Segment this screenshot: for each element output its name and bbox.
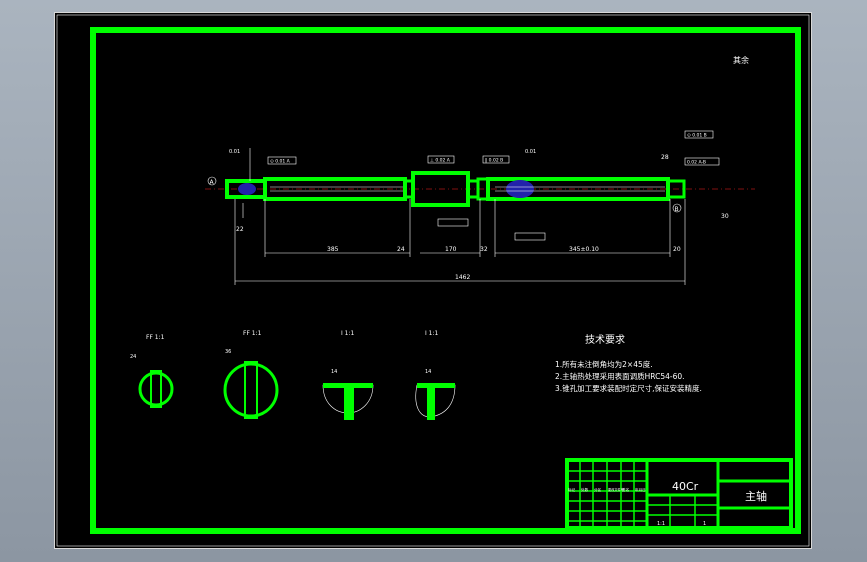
tech-note-1: 1.所有未注倒角均为2×45度. bbox=[555, 359, 653, 369]
tb-h-1: 标记 bbox=[568, 487, 576, 492]
section-circle-2 bbox=[223, 362, 279, 418]
tb-h-3: 分区 bbox=[594, 487, 602, 492]
section-views: FF 1:1 24 FF 1:1 36 I 1:1 14 I 1:1 14 bbox=[130, 330, 456, 420]
roughness-corner-mark: 其余 bbox=[733, 55, 749, 65]
dim-seg-b: 170 bbox=[445, 246, 457, 253]
section-label-4: I 1:1 bbox=[425, 330, 439, 337]
title-block: 标记 处数 分区 更改文件号 签名 年月日 40Cr 主轴 1:1 1 bbox=[565, 458, 793, 530]
tb-part-name: 主轴 bbox=[745, 489, 767, 503]
dim-seg-c: 345±0.10 bbox=[569, 246, 599, 253]
tech-note-3: 3.锥孔加工要求装配时定尺寸,保证安装精度. bbox=[555, 383, 702, 393]
tol-left: 0.01 bbox=[229, 149, 240, 155]
technical-requirements: 技术要求 1.所有未注倒角均为2×45度. 2.主轴热处理采用表面调质HRC54… bbox=[555, 333, 702, 393]
title-block-frame bbox=[565, 458, 793, 530]
datum-circle-A bbox=[207, 176, 217, 186]
section-label-2: FF 1:1 bbox=[243, 330, 262, 337]
section-label-1: FF 1:1 bbox=[146, 334, 165, 341]
dim-small-32: 32 bbox=[480, 246, 488, 253]
drawing-viewport[interactable]: 其余 A B 1462 bbox=[54, 12, 812, 549]
section-dim-2: 36 bbox=[225, 349, 231, 355]
tb-material: 40Cr bbox=[672, 480, 699, 493]
keyway-left bbox=[238, 183, 256, 195]
dim-small-24: 24 bbox=[397, 246, 405, 253]
tech-title: 技术要求 bbox=[585, 333, 625, 346]
tb-sheet: 1 bbox=[703, 521, 706, 527]
section-shape-4 bbox=[415, 384, 456, 418]
tech-note-2: 2.主轴热处理采用表面调质HRC54-60. bbox=[555, 371, 685, 381]
keyway-right bbox=[506, 180, 534, 198]
dim-overall: 1462 bbox=[455, 274, 470, 281]
gdt-frame-4: ⊙ 0.01 B bbox=[687, 133, 707, 139]
dim-left-end: 22 bbox=[236, 226, 244, 233]
section-circle-1 bbox=[138, 371, 174, 407]
shaft-main-view: A B 1462 385 170 345±0.10 22 20 24 32 28… bbox=[205, 130, 755, 285]
tb-h-5: 签名 bbox=[622, 487, 630, 492]
svg-text:B: B bbox=[675, 206, 679, 213]
sheet-outer-border bbox=[56, 14, 810, 547]
cad-drawing: 其余 A B 1462 bbox=[56, 14, 810, 547]
section-dim-1: 24 bbox=[130, 354, 136, 360]
section-label-3: I 1:1 bbox=[341, 330, 355, 337]
dim-right-end: 20 bbox=[673, 246, 681, 253]
svg-text:A: A bbox=[210, 179, 215, 186]
sheet-frame bbox=[90, 27, 801, 534]
dim-small-30: 30 bbox=[721, 213, 729, 220]
gdt-frame-3: ∥ 0.02 B bbox=[485, 158, 503, 164]
tb-scale: 1:1 bbox=[657, 521, 665, 527]
section-dim-3: 14 bbox=[331, 369, 337, 375]
tb-h-4: 更改文件号 bbox=[608, 487, 624, 492]
gdt-frame-1: ⊙ 0.01 A bbox=[270, 159, 291, 165]
gdt-frame-5: 0.02 A-B bbox=[687, 160, 706, 166]
dim-seg-a: 385 bbox=[327, 246, 339, 253]
tb-h-2: 处数 bbox=[581, 487, 589, 492]
dim-small-28: 28 bbox=[661, 154, 669, 161]
shaft-right-end bbox=[666, 179, 686, 199]
datum-circle-B bbox=[672, 203, 682, 213]
tb-h-6: 年月日 bbox=[635, 487, 646, 492]
gdt-frame-2: ⊥ 0.02 A bbox=[430, 158, 451, 164]
section-dim-4: 14 bbox=[425, 369, 431, 375]
tol-right: 0.01 bbox=[525, 149, 536, 155]
